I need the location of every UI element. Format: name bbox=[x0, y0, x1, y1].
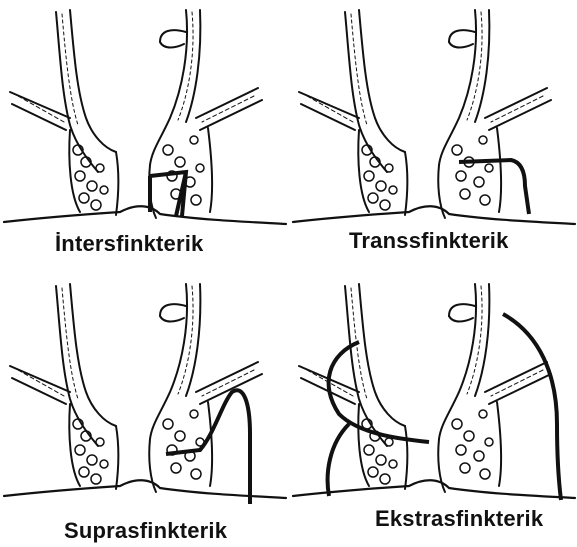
intersphincteric-panel: İntersfinkterik bbox=[0, 0, 288, 273]
fistula-tract-right bbox=[503, 314, 561, 500]
panel-caption: İntersfinkterik bbox=[55, 231, 204, 257]
extrasphincteric-panel: Ekstrasfinkterik bbox=[289, 274, 577, 547]
intersphincteric-diagram bbox=[0, 0, 288, 230]
suprasphincteric-diagram bbox=[0, 274, 288, 504]
panel-caption: Transsfinkterik bbox=[349, 228, 509, 254]
fistula-tract bbox=[459, 160, 529, 214]
extrasphincteric-diagram bbox=[289, 274, 577, 504]
panel-caption: Ekstrasfinkterik bbox=[375, 506, 543, 532]
transsphincteric-diagram bbox=[289, 0, 577, 230]
suprasphincteric-panel: Suprasfinkterik bbox=[0, 274, 288, 547]
transsphincteric-panel: Transsfinkterik bbox=[289, 0, 577, 273]
panel-caption: Suprasfinkterik bbox=[64, 518, 227, 544]
